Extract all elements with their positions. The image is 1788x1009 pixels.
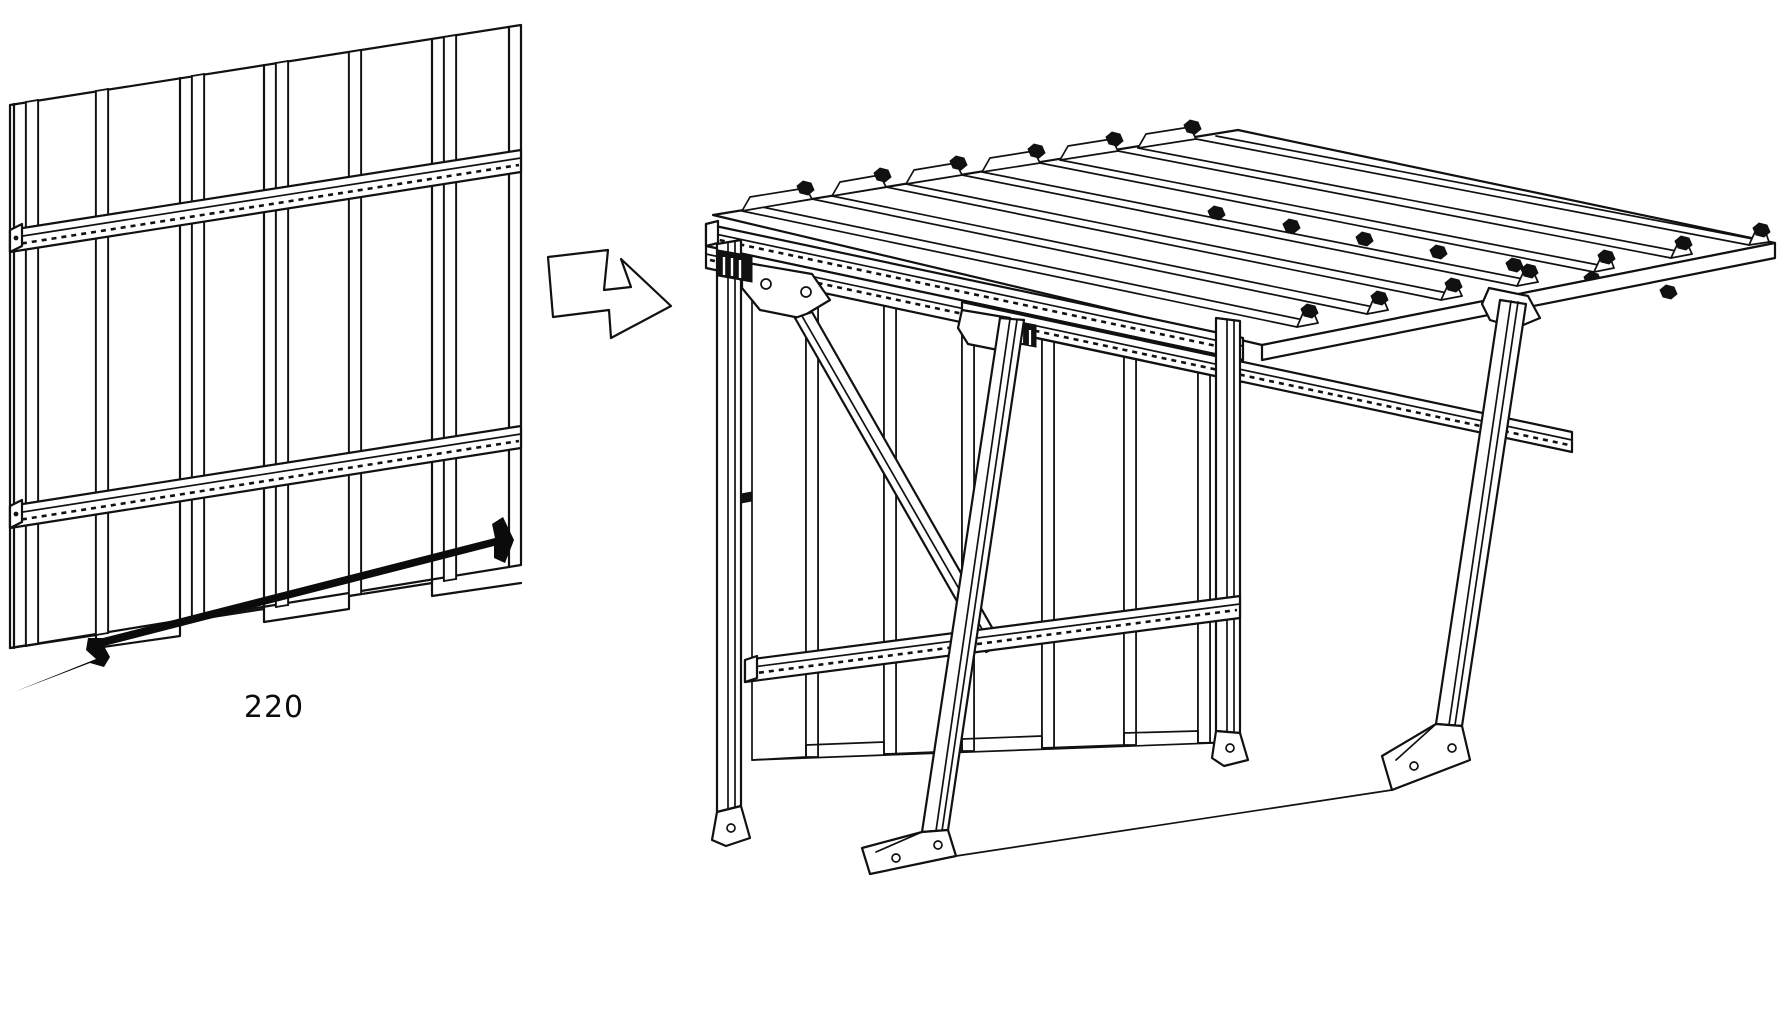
upper-rail bbox=[8, 148, 523, 254]
base-foot-plate-right-post bbox=[1210, 729, 1250, 768]
dimension-label: 220 bbox=[244, 690, 304, 725]
canopy-frame-assembly bbox=[704, 119, 1777, 876]
roof-purlin-rear bbox=[704, 219, 1245, 362]
dimension-arrow bbox=[14, 517, 514, 692]
step-arrow-icon bbox=[546, 248, 673, 340]
front-sill-line bbox=[955, 789, 1393, 857]
front-leg-left bbox=[860, 316, 1026, 876]
base-foot-plate-left-post bbox=[710, 804, 752, 848]
right-post bbox=[1214, 316, 1242, 735]
mid-rail bbox=[743, 594, 1242, 684]
gusset-bolt-plate bbox=[717, 249, 753, 283]
roof-fastener bbox=[796, 119, 1771, 319]
base-foot-plate bbox=[860, 828, 958, 876]
roof-ribs bbox=[741, 135, 1770, 328]
corner-gusset bbox=[717, 249, 832, 320]
wall-panel-assembly bbox=[8, 23, 523, 650]
dimension-220: 220 bbox=[14, 517, 514, 725]
lower-rail bbox=[8, 424, 523, 530]
front-leg-right bbox=[1380, 298, 1528, 792]
roof-ridge-crowns bbox=[741, 126, 1197, 212]
base-foot-plate-right bbox=[1380, 722, 1472, 792]
